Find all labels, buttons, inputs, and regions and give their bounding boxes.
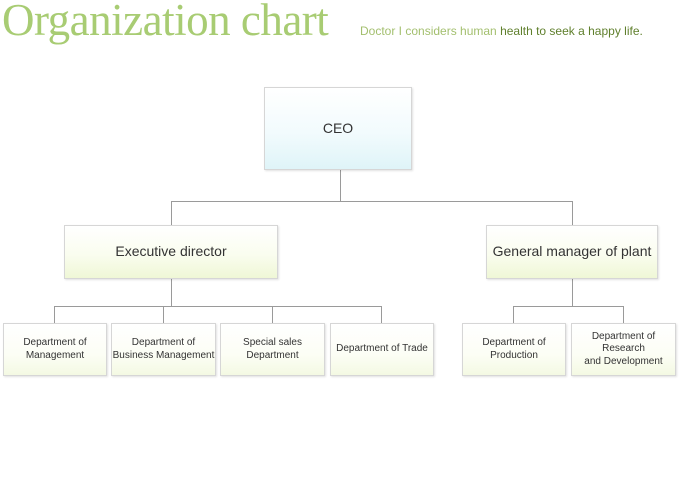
general-manager-label: General manager of plant [492,243,652,260]
ceo-label: CEO [322,119,354,136]
subtitle-muted: Doctor I considers human [360,24,501,38]
department-label-line1: Department of [131,337,196,348]
executive-director-label: Executive director [115,243,227,260]
plant-horizontal-line [513,306,624,307]
general-manager-box: General manager of plant [486,225,658,279]
department-label-line1: Department of Research [591,330,656,355]
exec-down-line [171,278,172,307]
department-label-line2: Production [490,349,538,361]
department-label-line1: Special sales [243,337,302,348]
department-label-line1: Department of [23,337,87,348]
dept-connector-5 [513,306,514,324]
subtitle-strong: health to seek a happy life. [500,24,643,38]
page-title: Organization chart [2,0,329,45]
page-subtitle: Doctor I considers human health to seek … [360,24,643,38]
top-horizontal-line [171,201,573,202]
exec-up-line [171,201,172,225]
department-label-line2: Management [25,349,85,361]
department-label-line2: Department [246,349,299,361]
department-label-line2: and Development [584,355,663,367]
executive-director-box: Executive director [64,225,278,279]
department-label-line1: Department of [482,337,546,348]
department-label-line2: Business Management [112,349,215,361]
dept-connector-1 [54,306,55,324]
dept-connector-6 [623,306,624,324]
gm-up-line [572,201,573,225]
gm-down-line [572,278,573,307]
dept-connector-4 [381,306,382,324]
department-label-line1: Department of Trade [336,343,428,355]
ceo-down-line [340,169,341,202]
ceo-box: CEO [264,87,412,170]
department-trade-box: Department of Trade [330,323,434,376]
exec-horizontal-line [54,306,382,307]
dept-connector-2 [163,306,164,324]
dept-connector-3 [272,306,273,324]
